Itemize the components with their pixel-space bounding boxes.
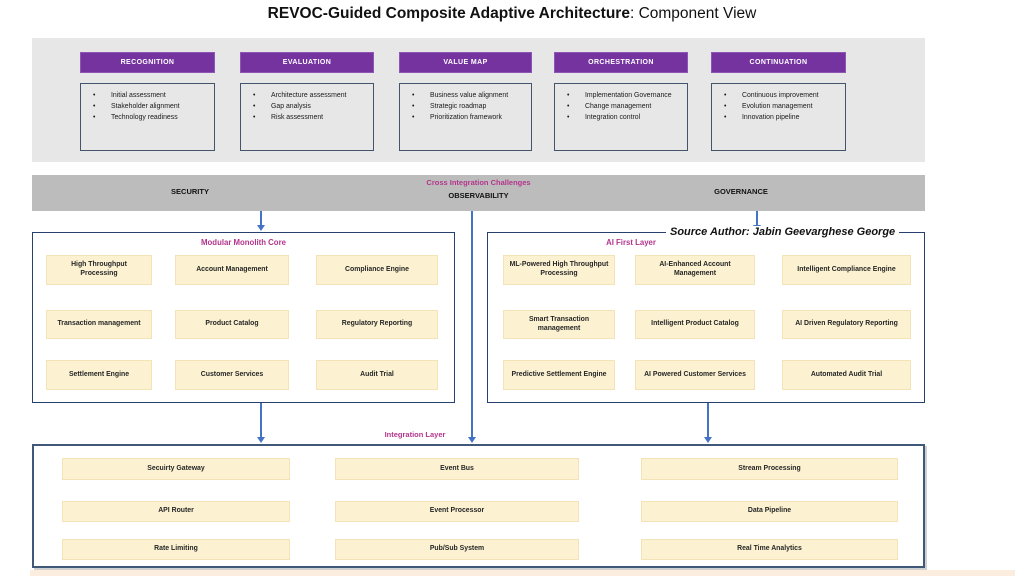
- phase-header: CONTINUATION: [711, 52, 846, 73]
- phase-item: Stakeholder alignment: [81, 101, 212, 112]
- modular-monolith-core-title: Modular Monolith Core: [201, 238, 286, 247]
- phase-items-box: Implementation Governance Change managem…: [554, 83, 688, 151]
- phase-items-box: Architecture assessment Gap analysis Ris…: [240, 83, 374, 151]
- phase-column-orchestration: ORCHESTRATION Implementation Governance …: [554, 52, 688, 151]
- ai-first-layer-title: AI First Layer: [606, 238, 656, 247]
- integration-cell: Secuirty Gateway: [62, 458, 290, 480]
- module-cell: Smart Transaction management: [503, 310, 615, 339]
- integration-cell: Stream Processing: [641, 458, 898, 480]
- arrow-monolith-to-integration: [260, 403, 262, 438]
- arrow-band-to-integration: [471, 211, 473, 438]
- module-cell: AI Driven Regulatory Reporting: [782, 310, 911, 339]
- module-cell: Compliance Engine: [316, 255, 438, 285]
- phase-column-recognition: RECOGNITION Initial assessment Stakehold…: [80, 52, 215, 151]
- phase-item: Business value alignment: [400, 90, 529, 101]
- module-cell: Settlement Engine: [46, 360, 152, 390]
- bottom-decoration-strip: [30, 570, 1015, 576]
- module-cell: Predictive Settlement Engine: [503, 360, 615, 390]
- module-cell: Transaction management: [46, 310, 152, 339]
- phase-item: Risk assessment: [241, 112, 371, 123]
- integration-cell: Data Pipeline: [641, 501, 898, 522]
- module-cell: Intelligent Product Catalog: [635, 310, 755, 339]
- module-cell: Regulatory Reporting: [316, 310, 438, 339]
- module-cell: AI Powered Customer Services: [635, 360, 755, 390]
- module-cell: High Throughput Processing: [46, 255, 152, 285]
- phase-item: Evolution management: [712, 101, 843, 112]
- phase-header: VALUE MAP: [399, 52, 532, 73]
- phase-item: Prioritization framework: [400, 112, 529, 123]
- cross-challenges-title: Cross Integration Challenges: [426, 178, 531, 187]
- integration-cell: Rate Limiting: [62, 539, 290, 560]
- governance-label: GOVERNANCE: [714, 187, 768, 196]
- ai-first-layer-box: AI First Layer ML-Powered High Throughpu…: [487, 232, 925, 403]
- page-title-regular: : Component View: [629, 5, 757, 22]
- phase-header: EVALUATION: [240, 52, 374, 73]
- phase-header: ORCHESTRATION: [554, 52, 688, 73]
- module-cell: AI-Enhanced Account Management: [635, 255, 755, 285]
- integration-layer-title: Integration Layer: [384, 430, 446, 439]
- phase-item: Implementation Governance: [555, 90, 685, 101]
- phase-item: Gap analysis: [241, 101, 371, 112]
- arrow-band-to-ai-layer: [756, 211, 758, 226]
- phase-items-box: Business value alignment Strategic roadm…: [399, 83, 532, 151]
- phase-header: RECOGNITION: [80, 52, 215, 73]
- arrow-band-to-monolith: [260, 211, 262, 226]
- phase-items-box: Initial assessment Stakeholder alignment…: [80, 83, 215, 151]
- phase-item: Innovation pipeline: [712, 112, 843, 123]
- module-cell: Intelligent Compliance Engine: [782, 255, 911, 285]
- integration-cell: Real Time Analytics: [641, 539, 898, 560]
- cross-challenges-band: Cross Integration Challenges SECURITY OB…: [32, 175, 925, 211]
- integration-layer-box: Secuirty Gateway Event Bus Stream Proces…: [32, 444, 925, 568]
- modular-monolith-core-box: Modular Monolith Core High Throughput Pr…: [32, 232, 455, 403]
- phase-column-evaluation: EVALUATION Architecture assessment Gap a…: [240, 52, 374, 151]
- phase-item: Architecture assessment: [241, 90, 371, 101]
- page-title-bold: REVOC-Guided Composite Adaptive Architec…: [267, 5, 630, 22]
- module-cell: Account Management: [175, 255, 289, 285]
- source-author-credit: Source Author: Jabin Geevarghese George: [666, 226, 900, 238]
- phase-items-box: Continuous improvement Evolution managem…: [711, 83, 846, 151]
- phase-item: Strategic roadmap: [400, 101, 529, 112]
- module-cell: ML-Powered High Throughput Processing: [503, 255, 615, 285]
- page-title: REVOC-Guided Composite Adaptive Architec…: [0, 5, 1024, 23]
- observability-label: OBSERVABILITY: [448, 191, 509, 200]
- phase-column-value-map: VALUE MAP Business value alignment Strat…: [399, 52, 532, 151]
- module-cell: Product Catalog: [175, 310, 289, 339]
- phase-item: Integration control: [555, 112, 685, 123]
- integration-cell: Event Processor: [335, 501, 579, 522]
- module-cell: Customer Services: [175, 360, 289, 390]
- arrow-ai-layer-to-integration: [707, 403, 709, 438]
- module-cell: Automated Audit Trial: [782, 360, 911, 390]
- phase-item: Technology readiness: [81, 112, 212, 123]
- integration-cell: Event Bus: [335, 458, 579, 480]
- security-label: SECURITY: [171, 187, 209, 196]
- phase-item: Initial assessment: [81, 90, 212, 101]
- phase-item: Change management: [555, 101, 685, 112]
- integration-cell: API Router: [62, 501, 290, 522]
- module-cell: Audit Trial: [316, 360, 438, 390]
- integration-cell: Pub/Sub System: [335, 539, 579, 560]
- phase-item: Continuous improvement: [712, 90, 843, 101]
- phase-column-continuation: CONTINUATION Continuous improvement Evol…: [711, 52, 846, 151]
- phase-band: RECOGNITION Initial assessment Stakehold…: [32, 38, 925, 162]
